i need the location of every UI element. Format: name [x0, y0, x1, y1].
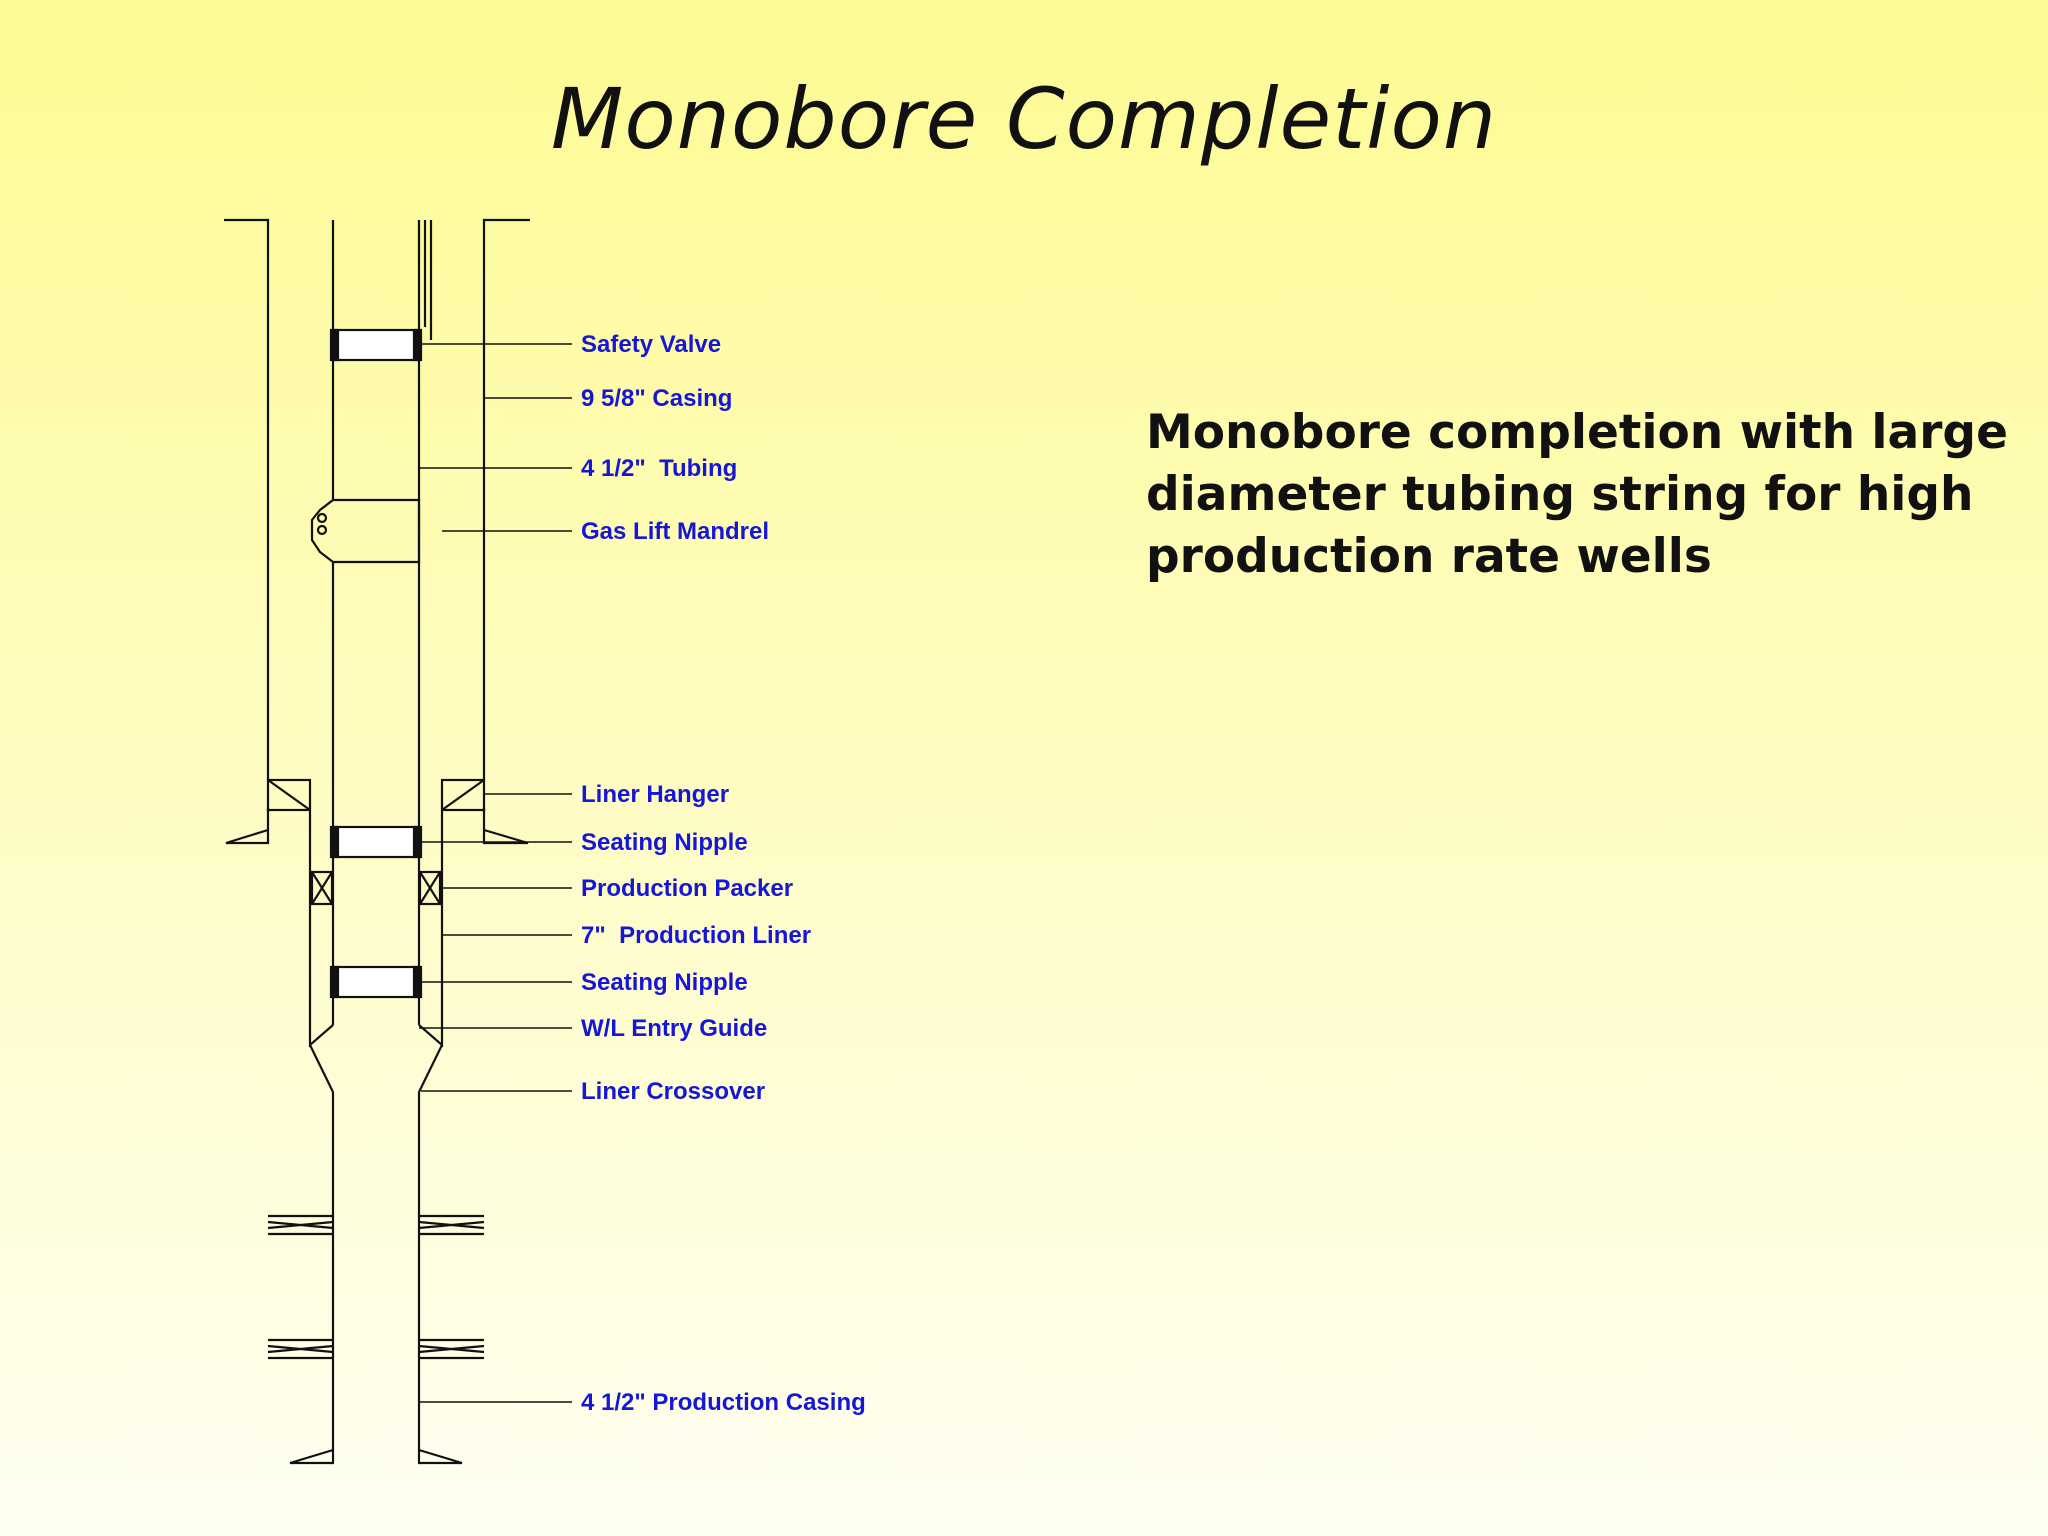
gas-lift-mandrel — [310, 498, 421, 564]
casing-9-5-8 — [224, 218, 530, 845]
production-casing — [289, 1092, 463, 1465]
safety-valve — [329, 328, 423, 362]
production-packer — [310, 870, 442, 906]
label-safety-valve: Safety Valve — [581, 331, 721, 358]
seating-nipple-lower — [329, 965, 423, 999]
liner-hanger — [266, 778, 486, 812]
liner-crossover — [309, 1044, 443, 1093]
label-tubing: 4 1/2" Tubing — [581, 455, 737, 482]
label-gas-lift-mandrel: Gas Lift Mandrel — [581, 518, 769, 545]
label-production-liner: 7" Production Liner — [581, 922, 811, 949]
seating-nipple-upper — [329, 825, 423, 859]
slide-title: Monobore Completion — [550, 70, 1498, 168]
label-seating-nipple-upper: Seating Nipple — [581, 829, 748, 856]
leader-lines — [419, 343, 572, 1403]
label-production-casing: 4 1/2" Production Casing — [581, 1389, 866, 1416]
perforations-upper — [267, 1214, 485, 1236]
component-labels: Safety Valve 9 5/8" Casing 4 1/2" Tubing… — [581, 331, 866, 1416]
label-wl-entry-guide: W/L Entry Guide — [581, 1015, 767, 1042]
slide-description: Monobore completion with large diameter … — [1146, 405, 2008, 584]
wellbore-drawing — [224, 218, 572, 1465]
label-seating-nipple-lower: Seating Nipple — [581, 969, 748, 996]
label-liner-hanger: Liner Hanger — [581, 781, 729, 808]
label-production-packer: Production Packer — [581, 875, 793, 902]
label-casing-9-5-8: 9 5/8" Casing — [581, 385, 732, 412]
perforations-lower — [267, 1338, 485, 1360]
label-liner-crossover: Liner Crossover — [581, 1078, 765, 1105]
